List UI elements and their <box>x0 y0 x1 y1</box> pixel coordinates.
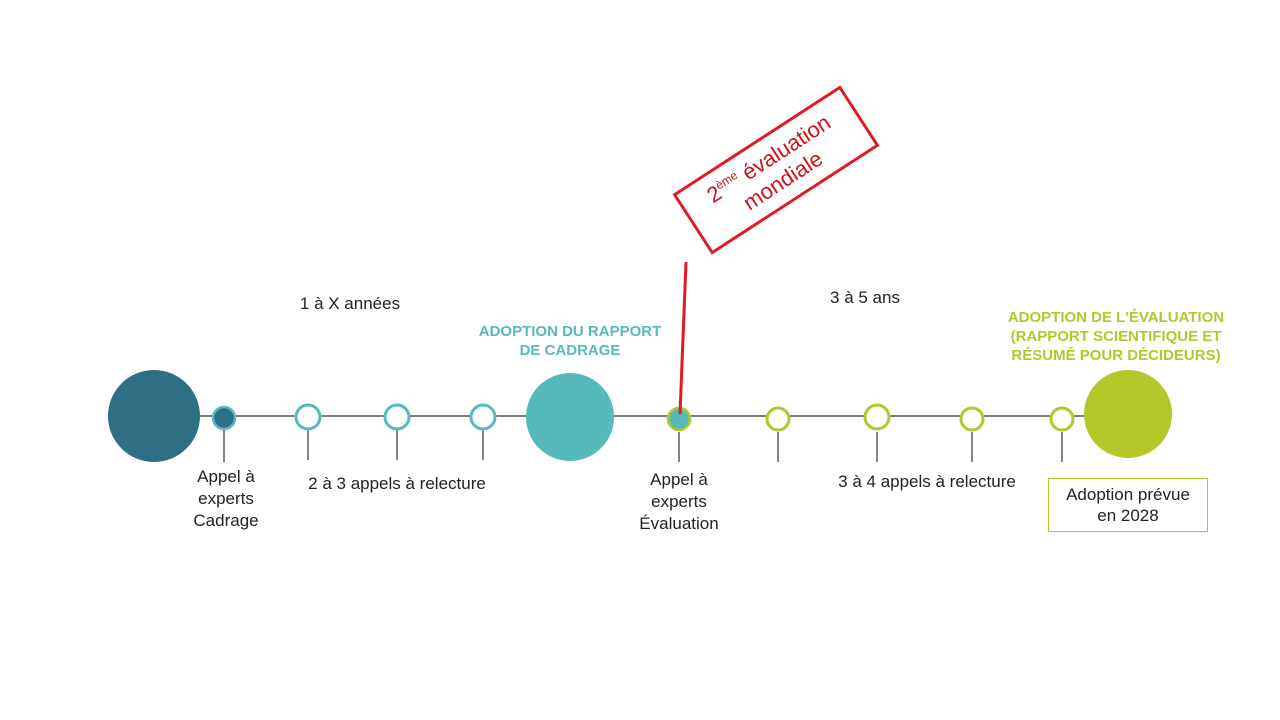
label-line: Appel à <box>650 470 708 489</box>
assessment-adoption-heading: ADOPTION DE L'ÉVALUATION (RAPPORT SCIENT… <box>996 308 1236 365</box>
review-marker <box>294 403 322 431</box>
heading-line: DE CADRAGE <box>519 342 621 359</box>
planned-adoption-box: Adoption prévue en 2028 <box>1048 478 1208 532</box>
review-marker <box>863 403 891 431</box>
review-marker <box>959 406 985 432</box>
review-marker <box>383 403 411 431</box>
call-experts-assessment-label: Appel à experts Évaluation <box>624 469 734 535</box>
heading-line: ADOPTION DE L'ÉVALUATION <box>1007 309 1225 326</box>
heading-line: (RAPPORT SCIENTIFIQUE ET <box>1010 328 1222 345</box>
review-marker <box>765 406 791 432</box>
call-experts-scoping-marker <box>211 405 237 431</box>
reviews-second-phase-label: 3 à 4 appels à relecture <box>838 472 1016 491</box>
start-milestone-circle <box>108 370 200 462</box>
duration-second-phase: 3 à 5 ans <box>830 288 900 307</box>
assessment-adoption-milestone-circle <box>1084 370 1172 458</box>
label-line: Cadrage <box>193 511 259 530</box>
reviews-first-phase-label: 2 à 3 appels à relecture <box>308 474 486 493</box>
scoping-adoption-heading: ADOPTION DU RAPPORT DE CADRAGE <box>468 322 672 360</box>
callout-superscript: ème <box>712 168 741 193</box>
label-line: experts <box>651 492 707 511</box>
review-marker <box>1049 406 1075 432</box>
scoping-adoption-milestone-circle <box>526 373 614 461</box>
timeline-ticks <box>223 430 1063 462</box>
review-marker <box>469 403 497 431</box>
label-line: experts <box>198 489 254 508</box>
call-experts-scoping-label: Appel à experts Cadrage <box>176 466 276 532</box>
box-line: Adoption prévue <box>1066 485 1190 504</box>
callout-pointer <box>678 261 688 415</box>
duration-first-phase: 1 à X années <box>299 294 401 313</box>
label-line: Évaluation <box>639 514 719 533</box>
heading-line: RÉSUMÉ POUR DÉCIDEURS) <box>1011 347 1221 364</box>
label-line: Appel à <box>197 467 255 486</box>
heading-line: ADOPTION DU RAPPORT <box>478 323 662 340</box>
box-line: en 2028 <box>1097 506 1159 525</box>
